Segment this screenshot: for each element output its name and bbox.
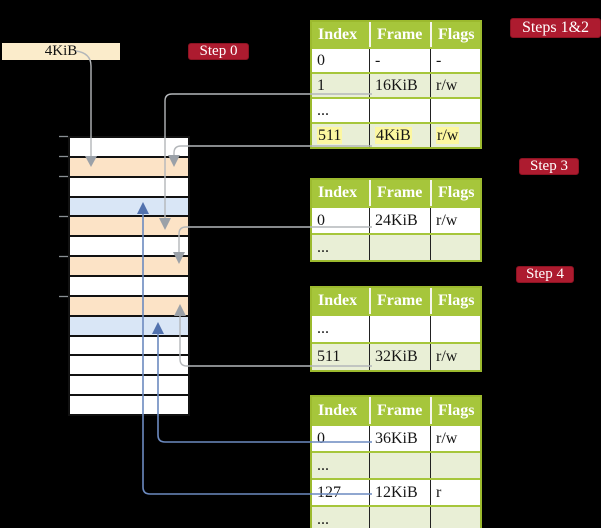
cell-index: ... <box>317 320 329 337</box>
table-row: 511 32KiB r/w <box>312 342 480 370</box>
table-header-row: Index Frame Flags <box>312 22 480 47</box>
cell-flags <box>430 453 480 478</box>
table-header-row: Index Frame Flags <box>312 180 480 206</box>
memory-frame-row-pagetable <box>70 155 188 176</box>
cell-index: 511 <box>312 124 369 147</box>
cell-index: 0 <box>317 52 325 69</box>
table-row: 0 24KiB r/w <box>312 206 480 233</box>
cell-flags: r/w <box>430 426 480 451</box>
highlight: 4KiB <box>375 127 412 144</box>
col-header-flags: Flags <box>430 288 480 314</box>
memory-tick-marks <box>59 135 68 298</box>
cell-frame: - <box>369 49 430 72</box>
badge-step-3: Step 3 <box>519 158 579 175</box>
col-header-index: Index <box>318 402 358 419</box>
col-header-flags: Flags <box>430 22 480 47</box>
cell-index: 1 <box>312 74 369 97</box>
memory-frame-row-pagetable <box>70 215 188 236</box>
cell-frame: 36KiB <box>369 426 430 451</box>
cell-index: ... <box>312 235 369 260</box>
cell-index: ... <box>317 102 329 119</box>
memory-frame-row-pagetable <box>70 255 188 276</box>
memory-frame-row <box>70 235 188 256</box>
table-row: 0 36KiB r/w <box>312 424 480 451</box>
table-header-row: Index Frame Flags <box>312 397 480 424</box>
table-row: 0 - - <box>312 47 480 72</box>
cell-flags <box>430 235 480 260</box>
cell-frame: 24KiB <box>369 208 430 233</box>
table-row: ... <box>312 451 480 478</box>
table-row: ... <box>312 233 480 260</box>
cell-frame: 16KiB <box>369 74 430 97</box>
col-header-index: Index <box>318 184 358 201</box>
memory-frame-row <box>70 354 188 375</box>
cell-index: 0 <box>317 212 325 229</box>
cell-flags: r/w <box>430 124 480 147</box>
cell-flags <box>430 316 480 342</box>
physical-memory-column <box>68 136 190 416</box>
cell-frame <box>369 453 430 478</box>
cell-flags: r/w <box>430 208 480 233</box>
page-table-leaf: Index Frame Flags 0 36KiB r/w ... 127 12… <box>310 395 482 528</box>
table-row: ... <box>312 314 480 342</box>
col-header-flags: Flags <box>430 397 480 424</box>
table-row: 127 12KiB r <box>312 478 480 505</box>
table-row-highlighted: 511 4KiB r/w <box>312 122 480 147</box>
table-row: ... <box>312 97 480 122</box>
page-table-steps-1-2: Index Frame Flags 0 - - 1 16KiB r/w ... … <box>310 20 482 149</box>
col-header-flags: Flags <box>430 180 480 206</box>
cell-index: 511 <box>312 344 369 370</box>
memory-frame-row <box>70 175 188 196</box>
memory-frame-row <box>70 394 188 415</box>
cell-flags: r/w <box>430 344 480 370</box>
page-table-step-4: Index Frame Flags ... 511 32KiB r/w <box>310 286 482 372</box>
badge-step-4: Step 4 <box>516 266 574 283</box>
page-table-step-3: Index Frame Flags 0 24KiB r/w ... <box>310 178 482 262</box>
col-header-frame: Frame <box>369 22 430 47</box>
cell-flags: r/w <box>430 74 480 97</box>
table-header-row: Index Frame Flags <box>312 288 480 314</box>
memory-frame-row <box>70 334 188 355</box>
col-header-frame: Frame <box>369 397 430 424</box>
col-header-frame: Frame <box>369 288 430 314</box>
cell-flags <box>430 99 480 122</box>
cell-index: 127 <box>317 484 341 501</box>
cell-frame: 12KiB <box>369 480 430 505</box>
col-header-frame: Frame <box>369 180 430 206</box>
badge-step-0: Step 0 <box>188 43 249 60</box>
col-header-index: Index <box>318 292 358 309</box>
cell-frame <box>369 507 430 528</box>
cell-flags: r <box>430 480 480 505</box>
cell-index: 0 <box>317 430 325 447</box>
highlight: r/w <box>436 127 460 144</box>
memory-frame-row-pagetable <box>70 294 188 315</box>
cell-index: ... <box>312 507 369 528</box>
cell-frame <box>369 316 430 342</box>
memory-frame-row-data <box>70 314 188 335</box>
frame-size-box: 4KiB <box>2 43 120 60</box>
table-row: ... <box>312 505 480 528</box>
cell-flags <box>430 507 480 528</box>
memory-frame-row <box>70 374 188 395</box>
highlight: 511 <box>317 127 343 144</box>
cell-index: ... <box>312 453 369 478</box>
cell-frame: 4KiB <box>369 124 430 147</box>
cell-frame <box>369 99 430 122</box>
memory-frame-row <box>70 138 188 156</box>
badge-steps-1-2: Steps 1&2 <box>510 18 601 38</box>
memory-frame-row-data <box>70 195 188 216</box>
cell-frame <box>369 235 430 260</box>
table-row: 1 16KiB r/w <box>312 72 480 97</box>
col-header-index: Index <box>318 26 358 43</box>
cell-frame: 32KiB <box>369 344 430 370</box>
cell-flags: - <box>430 49 480 72</box>
memory-frame-row <box>70 275 188 295</box>
